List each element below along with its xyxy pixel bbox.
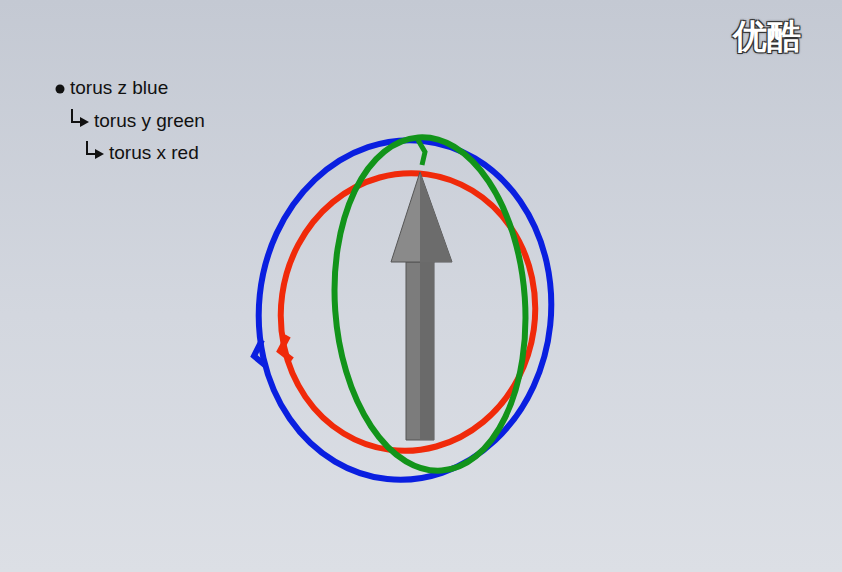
tree-branch <box>72 109 80 122</box>
torus-z-ring <box>242 126 568 495</box>
legend-label: torus z blue <box>70 77 168 99</box>
watermark: 优酷 <box>733 16 801 56</box>
arrow-head-shade <box>420 172 452 262</box>
tree-arrow <box>95 149 104 159</box>
bullet <box>56 85 65 94</box>
arrow-shaft <box>406 262 434 440</box>
arrow-shaft-shade <box>420 262 434 440</box>
torus-x-ring <box>263 157 553 468</box>
tree-arrow <box>80 117 89 127</box>
ring-notch <box>254 340 266 366</box>
legend-label: torus y green <box>94 110 205 132</box>
legend-label: torus x red <box>109 142 199 164</box>
arrow-head <box>391 172 452 262</box>
tree-branch <box>87 141 95 154</box>
ring-notch <box>280 336 292 360</box>
torus-y-ring <box>324 131 537 477</box>
ring-notch <box>418 140 425 165</box>
